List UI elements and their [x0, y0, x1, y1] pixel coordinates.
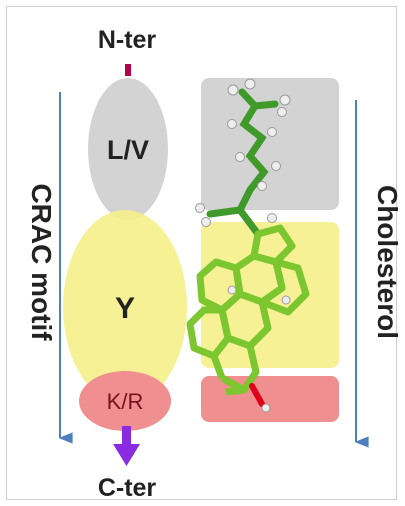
cholesterol-label: Cholesterol [372, 185, 403, 339]
side-chain [206, 88, 279, 238]
c-terminus-label: C-ter [98, 474, 157, 502]
y-region [63, 210, 187, 404]
kr-label: K/R [107, 389, 144, 414]
lv-label: L/V [107, 135, 149, 165]
n-terminus-label: N-ter [98, 26, 157, 54]
hydroxyl-oxygen [249, 383, 265, 407]
y-label: Y [115, 292, 135, 325]
lv-region [88, 78, 168, 220]
cholesterol-molecule [186, 78, 310, 413]
n-terminus-stub [125, 64, 131, 76]
steroid-rings [186, 224, 310, 396]
hydroxyl-region [201, 376, 339, 422]
hydroxyl-hydrogen [261, 403, 271, 413]
kr-region [79, 371, 171, 431]
crac-motif-label: CRAC motif [26, 183, 57, 341]
tail-region [201, 78, 339, 210]
c-terminus-arrowhead [113, 444, 140, 466]
c-terminus-shaft [122, 426, 131, 446]
hydrogen-atoms [195, 78, 291, 305]
